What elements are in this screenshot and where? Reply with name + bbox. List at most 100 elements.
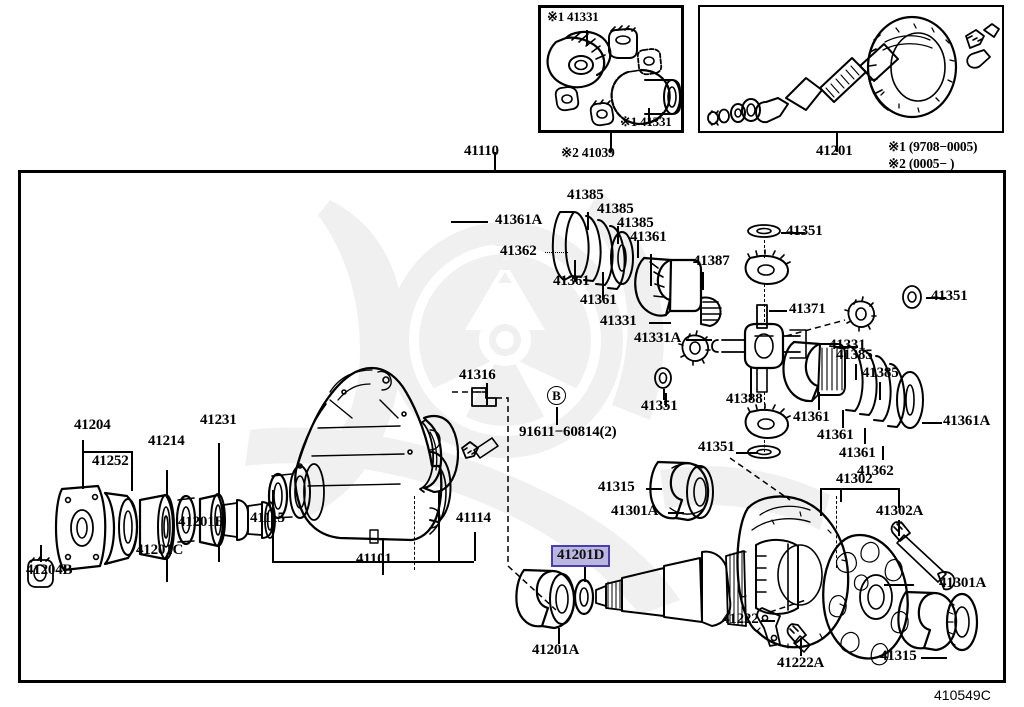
callout-41302: 41302 xyxy=(836,471,873,487)
leader-41315-top xyxy=(646,488,662,490)
callout-41361-r2: 41361 xyxy=(817,427,854,443)
inset-label-41331-b: ※1 41331 xyxy=(620,114,672,129)
leader-inset-41331-b xyxy=(648,108,650,122)
leader-41388 xyxy=(750,368,752,400)
leader-41331-right xyxy=(834,346,858,348)
leader-41204-stem xyxy=(82,440,84,452)
leader-41361A-left xyxy=(451,221,488,223)
leader-41201D xyxy=(584,566,586,582)
leader-41361-l1 xyxy=(574,260,576,282)
callout-41361-r1: 41361 xyxy=(793,409,830,425)
leader-41362-left xyxy=(545,252,568,253)
callout-41201D-highlighted[interactable]: 41201D xyxy=(551,545,611,567)
callout-41361-l1: 41361 xyxy=(553,273,590,289)
callout-41385-d: 41385 xyxy=(836,347,873,363)
callout-41351-bot: 41351 xyxy=(698,439,735,455)
callout-41385-b: 41385 xyxy=(597,201,634,217)
leader-41362-right xyxy=(882,446,884,460)
callout-41114: 41114 xyxy=(456,510,491,526)
note-2: ※2 (0005− ) xyxy=(888,156,955,171)
leader-41204-down2 xyxy=(131,451,133,471)
leader-41222 xyxy=(761,620,775,622)
leader-41361-r1 xyxy=(818,392,820,410)
leader-41331-left xyxy=(649,322,671,324)
callout-41315-top: 41315 xyxy=(598,479,635,495)
leader-41331A xyxy=(686,339,712,341)
dash-41114-drop xyxy=(414,496,415,570)
callout-41331A: 41331A xyxy=(634,330,682,346)
callout-41222A: 41222A xyxy=(777,655,825,671)
callout-41115: 41115 xyxy=(250,510,285,526)
callout-41361-l3: 41361 xyxy=(630,229,667,245)
leader-41201A xyxy=(558,628,560,644)
leader-41361-l2 xyxy=(602,272,604,300)
callout-41385-a: 41385 xyxy=(567,187,604,203)
leader-41351-mid xyxy=(663,389,665,400)
leader-41114-v xyxy=(438,492,440,562)
callout-41362-right: 41362 xyxy=(857,463,894,479)
leader-41115-h xyxy=(272,561,382,563)
leader-41252 xyxy=(131,471,133,491)
callout-41301A-top: 41301A xyxy=(611,503,659,519)
leader-41115-v xyxy=(272,490,274,562)
leader-41302-stem xyxy=(840,488,842,502)
callout-41385-e: 41385 xyxy=(862,365,899,381)
callout-41351-mid: 41351 xyxy=(641,398,678,414)
leader-41101-v xyxy=(382,538,384,562)
leader-41302-r xyxy=(898,488,900,508)
callout-41388: 41388 xyxy=(726,391,763,407)
leader-41201-inset xyxy=(836,133,838,152)
callout-41387: 41387 xyxy=(693,253,730,269)
callout-41351-top: 41351 xyxy=(786,223,823,239)
inset-caption-41201: 41201 xyxy=(816,143,853,159)
leader-41204B xyxy=(40,545,42,562)
bolt-mark-b-icon: B xyxy=(547,386,566,405)
callout-41351-right: 41351 xyxy=(931,288,968,304)
callout-41315-bot: 41315 xyxy=(880,648,917,664)
inset-caption-41039: ※2 41039 xyxy=(561,145,615,160)
leader-41385-e xyxy=(879,382,881,400)
callout-41101: 41101 xyxy=(356,551,392,567)
callout-41302A: 41302A xyxy=(876,503,924,519)
callout-41201A: 41201A xyxy=(532,642,580,658)
callout-41316: 41316 xyxy=(459,367,496,383)
leader-41114-h xyxy=(382,561,474,563)
inset-box-41201 xyxy=(698,5,1004,133)
diagram-code: 410549C xyxy=(934,687,991,703)
leader-41315-bot xyxy=(921,657,947,659)
callout-41214: 41214 xyxy=(148,433,185,449)
leader-41385-c xyxy=(637,240,639,258)
dash-41351-bot xyxy=(764,440,765,452)
leader-41316 xyxy=(486,383,488,405)
leader-41351-upper xyxy=(665,393,667,407)
leader-41302A xyxy=(898,520,900,536)
callout-41385-c: 41385 xyxy=(617,215,654,231)
leader-41385-b xyxy=(617,226,619,244)
callout-41110: 41110 xyxy=(464,143,499,159)
note-1: ※1 (9708−0005) xyxy=(888,139,978,154)
callout-41201B: 41201B xyxy=(178,514,225,530)
leader-41385-a xyxy=(587,212,589,230)
leader-91611 xyxy=(556,407,558,425)
dash-spider-bot xyxy=(764,392,765,410)
callout-41231: 41231 xyxy=(200,412,237,428)
leader-41351-bot xyxy=(736,452,758,454)
callout-41204B: 41204B xyxy=(26,562,73,578)
leader-41361-r2 xyxy=(842,410,844,428)
leader-41387 xyxy=(702,272,704,290)
leader-41361-l3 xyxy=(650,254,652,286)
leader-41301A-top xyxy=(668,512,684,514)
leader-41351-right xyxy=(926,297,946,299)
leader-41204-bar xyxy=(82,451,132,453)
callout-41361A-right: 41361A xyxy=(943,413,991,429)
dash-41351-top xyxy=(764,240,765,258)
leader-41301A-bot xyxy=(884,584,914,586)
leader-41361-r3 xyxy=(864,428,866,444)
dash-41302-drop xyxy=(836,496,837,568)
callout-41301A-bot: 41301A xyxy=(939,575,987,591)
main-diagram-frame xyxy=(18,170,1006,683)
dash-spider-top xyxy=(764,284,765,322)
callout-41331-left: 41331 xyxy=(600,313,637,329)
callout-41204: 41204 xyxy=(74,417,111,433)
